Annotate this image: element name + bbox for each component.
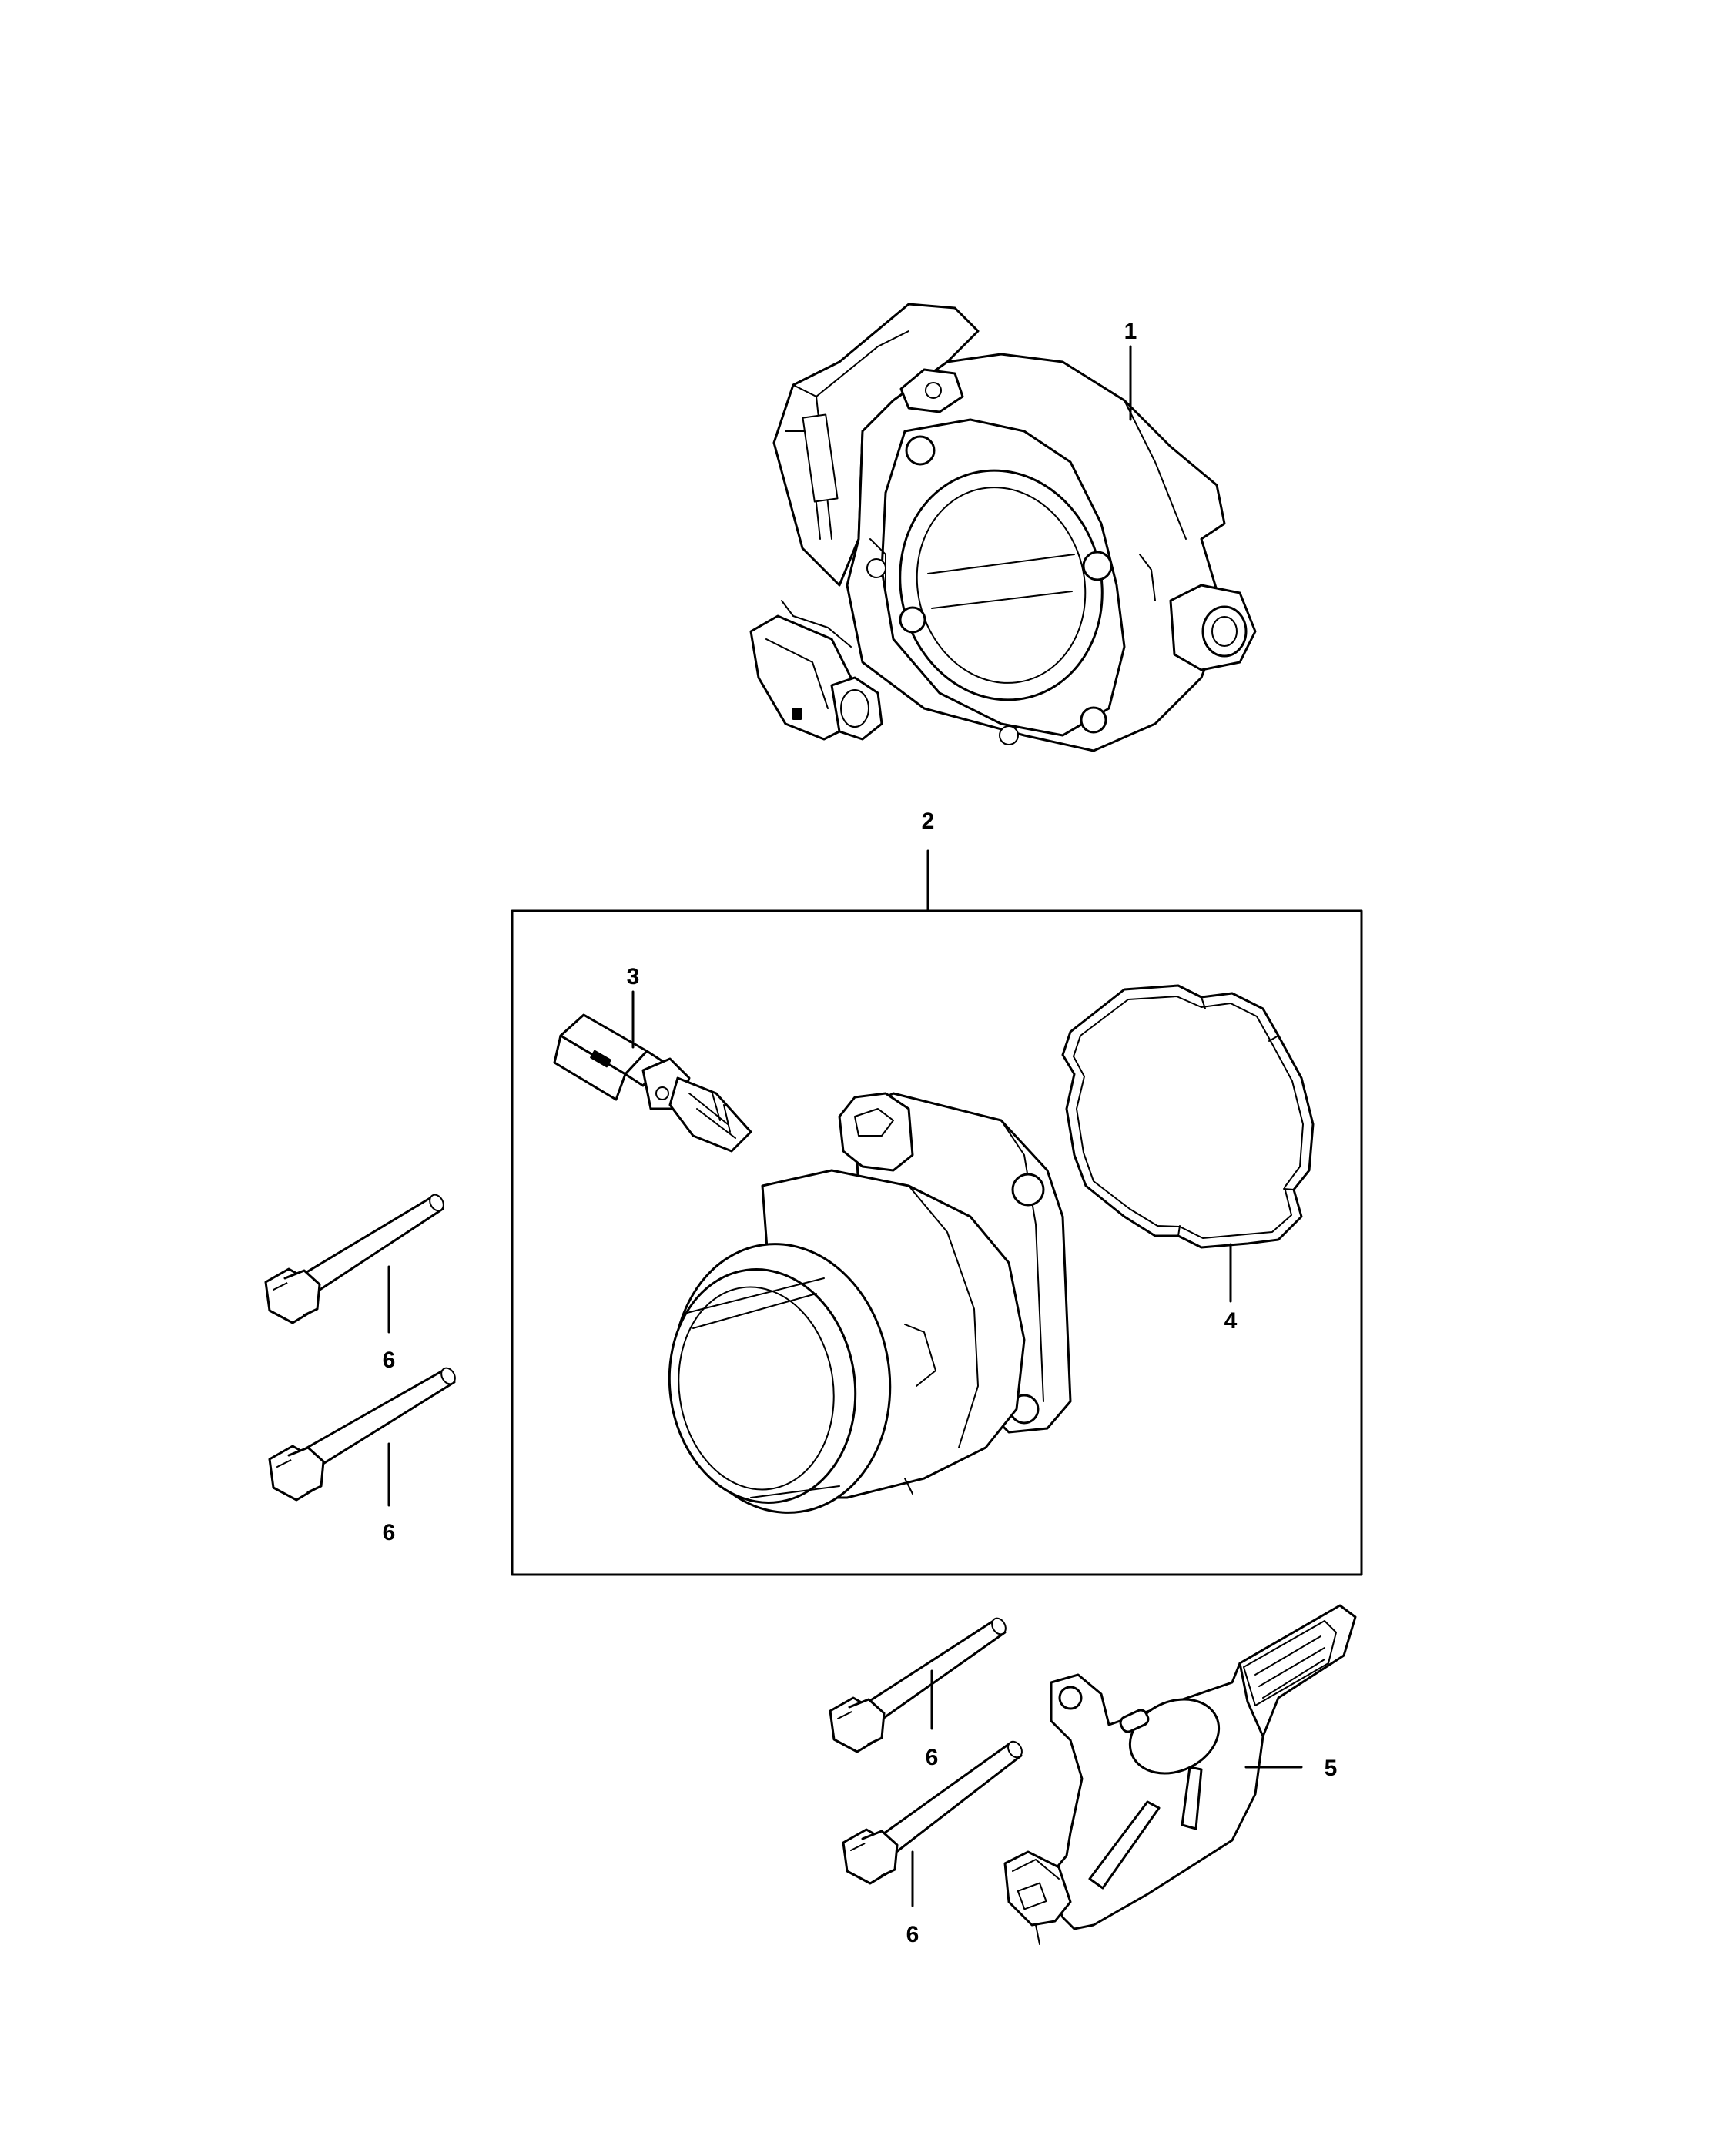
sensor-part bbox=[553, 1013, 752, 1153]
bolt-c bbox=[829, 1617, 1007, 1753]
kit-box bbox=[511, 909, 1363, 1576]
callout-1: 1 bbox=[1124, 319, 1137, 344]
bolt-d bbox=[842, 1740, 1023, 1885]
callout-2: 2 bbox=[922, 808, 935, 834]
gasket-part bbox=[1061, 984, 1315, 1249]
throttle-body-part bbox=[749, 303, 1257, 752]
callout-6a: 6 bbox=[383, 1348, 396, 1373]
bracket-part bbox=[1003, 1604, 1357, 1945]
callout-5: 5 bbox=[1325, 1756, 1338, 1781]
callout-6d: 6 bbox=[906, 1922, 919, 1947]
bolt-b bbox=[268, 1367, 456, 1502]
callout-4: 4 bbox=[1224, 1308, 1238, 1334]
callout-6c: 6 bbox=[926, 1745, 939, 1770]
callout-3: 3 bbox=[627, 964, 640, 989]
callout-6b: 6 bbox=[383, 1520, 396, 1545]
kit-throttle-body-part bbox=[668, 1092, 1072, 1514]
bolt-a bbox=[264, 1194, 444, 1324]
